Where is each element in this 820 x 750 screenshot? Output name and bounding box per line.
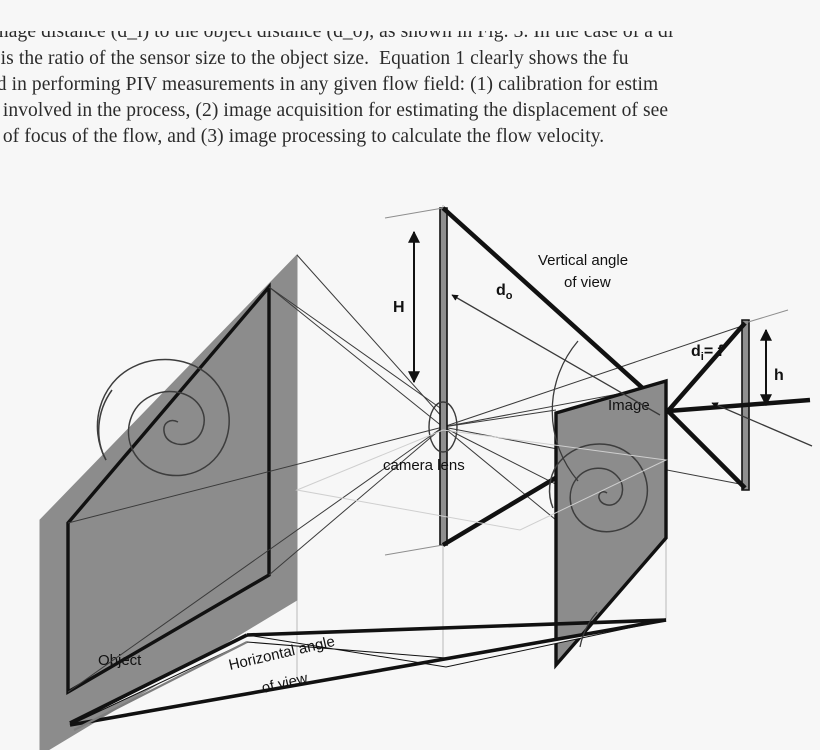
horizontal-fov-upper-edge bbox=[246, 618, 667, 637]
camera-lens-label: camera lens bbox=[383, 457, 465, 474]
object-label: Object bbox=[98, 652, 142, 669]
vertical-fov-screen bbox=[439, 207, 448, 546]
image-height-dimension: h bbox=[760, 328, 784, 407]
image-height-label: h bbox=[774, 367, 784, 384]
diagram-canvas: Object bbox=[0, 160, 820, 750]
body-text-line-1: image distance (d_i) to the object dista… bbox=[0, 21, 674, 42]
body-text-line-3: ed in performing PIV measurements in any… bbox=[0, 74, 659, 95]
camera-lens-ellipse bbox=[428, 401, 458, 453]
image-distance-dimension: di= f bbox=[691, 343, 813, 447]
sensor-cone-upper-edge bbox=[666, 321, 747, 413]
sensor-cone-lower-edge bbox=[666, 409, 747, 490]
vertical-angle-label-line2: of view bbox=[564, 274, 611, 291]
object-distance-label: do bbox=[496, 282, 513, 302]
sensor-upper-tail bbox=[744, 309, 789, 324]
object-distance-dimension: do bbox=[451, 282, 661, 416]
vertical-angle-label-line1: Vertical angle bbox=[538, 252, 628, 269]
di-arrow bbox=[711, 402, 813, 447]
body-text-block: image distance (d_i) to the object dista… bbox=[0, 0, 820, 165]
object-plane-group: Object bbox=[39, 253, 298, 750]
sensor-cone-axis-edge bbox=[667, 397, 811, 414]
image-distance-label: di= f bbox=[691, 343, 724, 363]
sensor-cone-group bbox=[666, 309, 811, 491]
do-arrow bbox=[451, 294, 661, 416]
image-spiral-outer-arc bbox=[548, 464, 558, 509]
object-spiral bbox=[96, 358, 230, 477]
vertical-fov-upper-edge bbox=[441, 206, 670, 413]
object-to-lens-rays bbox=[67, 254, 444, 693]
camera-lens-group: camera lens bbox=[383, 401, 465, 474]
camera-imaging-geometry-figure: Object bbox=[0, 160, 820, 750]
image-plane-group: Image bbox=[548, 378, 668, 670]
image-label: Image bbox=[608, 397, 650, 414]
vertical-angle-annotation: Vertical angle of view bbox=[538, 252, 628, 482]
vertical-fov-upper-tail bbox=[384, 207, 444, 219]
body-text-line-4: n involved in the process, (2) image acq… bbox=[0, 100, 669, 121]
vertical-angle-arc bbox=[551, 340, 579, 482]
object-spiral-outer-arc bbox=[97, 389, 113, 461]
object-height-dimension: H bbox=[393, 230, 420, 384]
horizontal-angle-arc bbox=[579, 611, 598, 648]
horizontal-fov-left-edge bbox=[69, 633, 248, 725]
horizontal-fov-left-shadow bbox=[73, 641, 248, 731]
body-text-line-2: s is the ratio of the sensor size to the… bbox=[0, 48, 629, 69]
vertical-fov-lower-tail bbox=[384, 544, 444, 556]
image-plane-frame bbox=[554, 378, 668, 670]
mid-plane-outline bbox=[295, 429, 668, 531]
image-spiral bbox=[556, 443, 649, 533]
object-height-label: H bbox=[393, 299, 405, 316]
body-text-line-5: n of focus of the flow, and (3) image pr… bbox=[0, 126, 605, 147]
horizontal-fov-lower-edge bbox=[69, 618, 667, 727]
